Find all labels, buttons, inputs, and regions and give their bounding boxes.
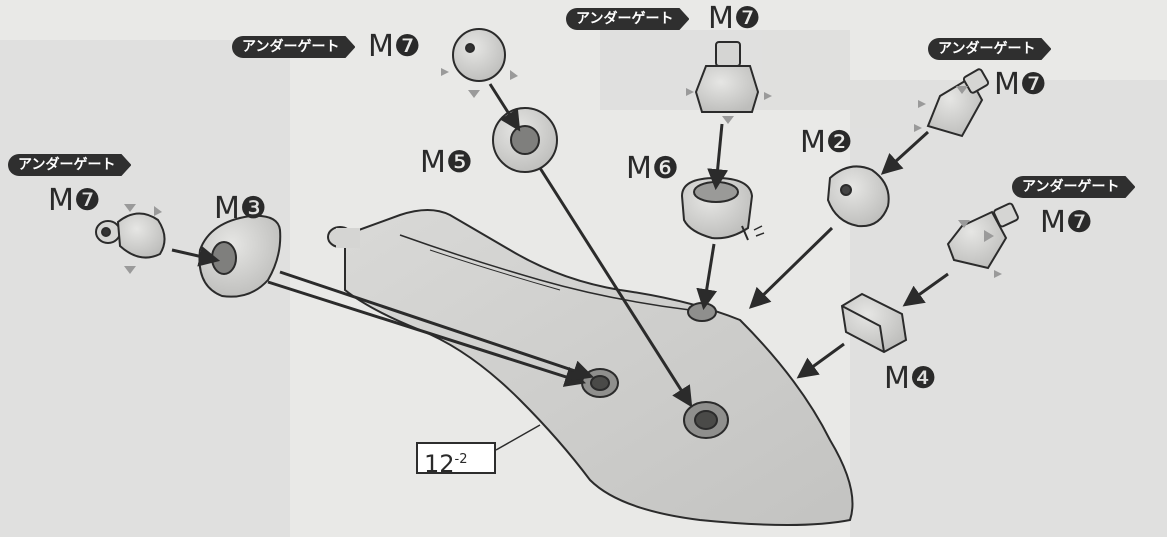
under-gate-badge: アンダーゲート bbox=[928, 38, 1051, 60]
triangle-icon bbox=[510, 70, 518, 80]
part-number-sub: -2 bbox=[454, 452, 468, 467]
triangle-icon bbox=[154, 206, 162, 216]
triangle-icon bbox=[958, 220, 970, 228]
arrow-icon bbox=[171, 83, 949, 408]
triangle-icon bbox=[722, 116, 734, 124]
m6-label: M❻ bbox=[626, 151, 679, 186]
under-gate-badge: アンダーゲート bbox=[8, 154, 131, 176]
triangle-icon bbox=[764, 92, 772, 100]
m2-label: M❷ bbox=[800, 125, 853, 160]
m3-label: M❸ bbox=[214, 191, 267, 226]
m4-block-part bbox=[840, 292, 908, 354]
under-gate-badge: アンダーゲート bbox=[232, 36, 355, 58]
m7-cone-part-top-left bbox=[441, 28, 518, 98]
m7-label: M❼ bbox=[994, 67, 1047, 102]
under-gate-badge: アンダーゲート bbox=[1012, 176, 1135, 198]
part-number-main: 12 bbox=[424, 450, 455, 478]
m5-label: M❺ bbox=[420, 145, 473, 180]
m7-label: M❼ bbox=[48, 183, 101, 218]
m2-part bbox=[826, 165, 890, 228]
m7-label: M❼ bbox=[1040, 205, 1093, 240]
m7-cone-part-right bbox=[946, 202, 1019, 278]
m7-cone-part-left bbox=[95, 204, 166, 274]
part-number-leader bbox=[495, 424, 541, 451]
part-number-box: 12-2 bbox=[416, 442, 496, 478]
m4-label: M❹ bbox=[884, 361, 937, 396]
main-body-part bbox=[327, 209, 854, 526]
triangle-icon bbox=[918, 100, 926, 108]
triangle-icon bbox=[956, 86, 968, 94]
m7-label: M❼ bbox=[708, 1, 761, 36]
triangle-icon bbox=[994, 270, 1002, 278]
triangle-icon bbox=[468, 90, 480, 98]
triangle-icon bbox=[124, 266, 136, 274]
m7-cone-part-top-right bbox=[914, 68, 990, 138]
m7-cone-part-top-center bbox=[686, 41, 772, 124]
triangle-icon bbox=[686, 88, 694, 96]
m5-ring-part bbox=[492, 107, 558, 173]
triangle-icon bbox=[124, 204, 136, 212]
triangle-icon bbox=[914, 124, 922, 132]
m7-label: M❼ bbox=[368, 29, 421, 64]
triangle-icon bbox=[441, 68, 449, 76]
triangle-icon bbox=[984, 230, 994, 242]
under-gate-badge: アンダーゲート bbox=[566, 8, 689, 30]
m6-cup-part bbox=[680, 176, 765, 241]
